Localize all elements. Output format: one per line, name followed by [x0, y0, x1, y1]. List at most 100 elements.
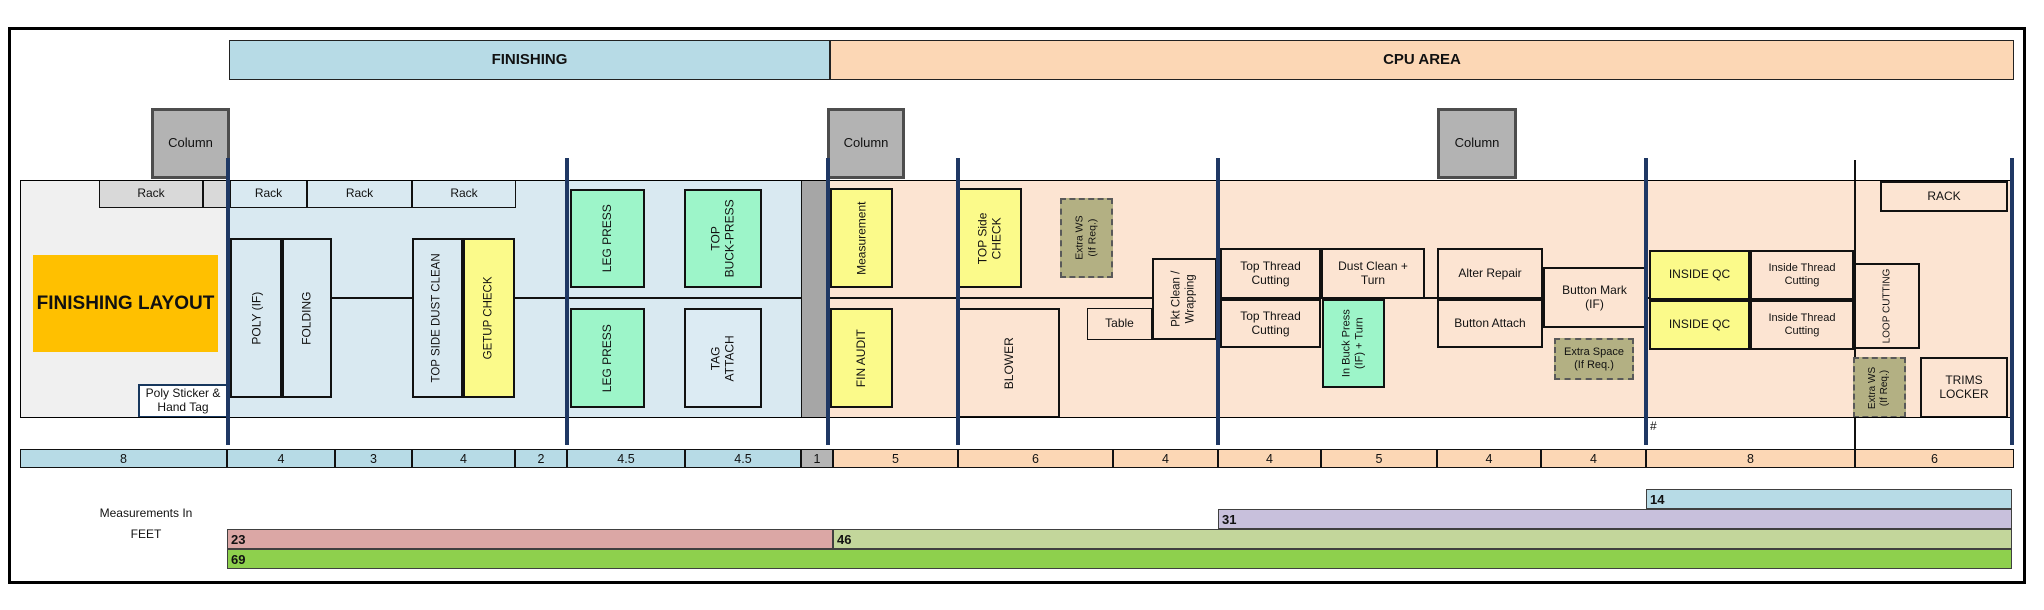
station-button-mark-if-label: Button Mark (IF): [1562, 282, 1627, 311]
station-loop-cutting: LOOP CUTTING: [1854, 263, 1920, 349]
station-button-attach-label: Button Attach: [1454, 315, 1526, 330]
ruler-fin-3: 4: [412, 449, 515, 468]
station-poly-label: POLY (IF): [248, 291, 263, 345]
station-trims-locker: TRIMS LOCKER: [1920, 357, 2008, 418]
column-box-2: Column: [827, 108, 905, 179]
station-inside-thread-cutting-bottom: Inside Thread Cutting: [1750, 300, 1854, 350]
measure-bar-23: 23: [227, 529, 833, 549]
rack-blue-2-label: Rack: [345, 186, 374, 201]
ruler-cpu-8: 6: [1855, 449, 2014, 468]
station-alter-repair-label: Alter Repair: [1458, 265, 1522, 280]
finishing-zone-header-label: FINISHING: [491, 51, 568, 69]
station-blower-label: BLOWER: [1001, 336, 1016, 389]
station-top-thread-cutting-top-label: Top Thread Cutting: [1240, 258, 1301, 287]
divider-5: [1216, 158, 1220, 445]
rack-blue-3: Rack: [412, 180, 516, 208]
rack-cpu-label: RACK: [1927, 188, 1961, 203]
station-top-side-dust-clean: TOP SIDE DUST CLEAN: [412, 238, 463, 398]
hash-note: #: [1650, 419, 1657, 433]
station-button-mark-if: Button Mark (IF): [1543, 267, 1646, 328]
column-box-1: Column: [151, 108, 230, 179]
measurements-caption-line2: FEET: [130, 527, 162, 542]
station-getup-check: GETUP CHECK: [463, 238, 515, 398]
station-pkt-clean-wrapping-label: Pkt Clean / Wrapping: [1170, 270, 1197, 328]
ruler-cpu-2: 4: [1113, 449, 1218, 468]
ruler-cpu-4: 5: [1321, 449, 1437, 468]
station-dust-clean-turn: Dust Clean + Turn: [1321, 248, 1425, 299]
station-tag-attach: TAG ATTACH: [684, 308, 762, 408]
station-measurement-label: Measurement: [854, 201, 869, 275]
rack-cpu: RACK: [1880, 181, 2008, 212]
ruler-fin-1: 4: [227, 449, 335, 468]
poly-sticker-hand-tag-label: Poly Sticker & Hand Tag: [145, 386, 221, 414]
station-dust-clean-turn-label: Dust Clean + Turn: [1338, 258, 1408, 287]
station-trims-locker-label: TRIMS LOCKER: [1939, 372, 1989, 401]
ruler-fin-0: 8: [20, 449, 227, 468]
gray-strip-zone: [801, 180, 828, 418]
page-border: [8, 27, 2026, 584]
ruler-cpu-7: 8: [1646, 449, 1855, 468]
divider-4: [956, 158, 960, 445]
ruler-fin-6: 4.5: [685, 449, 801, 468]
station-getup-check-label: GETUP CHECK: [482, 276, 495, 360]
station-top-side-dust-clean-label: TOP SIDE DUST CLEAN: [430, 253, 443, 383]
column-box-3: Column: [1437, 108, 1517, 179]
rack-blue-1-label: Rack: [254, 186, 283, 201]
finishing-zone-header: FINISHING: [229, 40, 830, 80]
station-blower: BLOWER: [958, 308, 1060, 418]
finishing-layout-title: FINISHING LAYOUT: [36, 292, 215, 314]
column-box-1-label: Column: [168, 135, 213, 151]
station-folding-label: FOLDING: [299, 291, 314, 345]
station-measurement: Measurement: [830, 188, 893, 288]
station-table-label: Table: [1105, 316, 1134, 331]
station-in-buck-press-turn: In Buck Press (IF) + Turn: [1322, 299, 1385, 388]
station-inside-thread-cutting-top: Inside Thread Cutting: [1750, 250, 1854, 300]
station-tag-attach-label: TAG ATTACH: [708, 334, 737, 382]
column-box-2-label: Column: [843, 135, 889, 151]
station-pkt-clean-wrapping: Pkt Clean / Wrapping: [1152, 258, 1217, 340]
measure-bar-69: 69: [227, 549, 2012, 569]
station-inside-thread-cutting-bottom-label: Inside Thread Cutting: [1768, 312, 1836, 337]
station-inside-thread-cutting-top-label: Inside Thread Cutting: [1768, 262, 1836, 287]
station-top-buck-press-label: TOP BUCK-PRESS: [708, 199, 737, 278]
station-top-buck-press: TOP BUCK-PRESS: [684, 189, 762, 288]
station-extra-space: Extra Space (If Req.): [1554, 338, 1634, 380]
ruler-fin-2: 3: [335, 449, 412, 468]
measure-bar-46: 46: [833, 529, 2012, 549]
rack-gray-small-cell: [203, 180, 229, 208]
station-poly: POLY (IF): [230, 238, 282, 398]
rack-blue-1: Rack: [230, 180, 307, 208]
cpu-area-header-label: CPU AREA: [1383, 51, 1461, 69]
measurements-caption-line1: Measurements In: [99, 506, 193, 521]
station-extra-space-label: Extra Space (If Req.): [1564, 346, 1624, 371]
station-alter-repair: Alter Repair: [1437, 248, 1543, 299]
ruler-gap: 1: [801, 449, 833, 468]
station-inside-qc-top: INSIDE QC: [1649, 250, 1750, 300]
station-in-buck-press-turn-label: In Buck Press (IF) + Turn: [1340, 309, 1366, 378]
ruler-fin-5: 4.5: [567, 449, 685, 468]
divider-1: [226, 158, 230, 445]
station-loop-cutting-label: LOOP CUTTING: [1881, 268, 1893, 344]
station-extra-ws-bottom-label: Extra WS (If Req.): [1867, 366, 1891, 409]
station-fin-audit: FIN AUDIT: [830, 308, 893, 408]
measure-bar-31: 31: [1218, 509, 2012, 529]
station-inside-qc-top-label: INSIDE QC: [1668, 267, 1731, 282]
station-inside-qc-bottom-label: INSIDE QC: [1668, 317, 1731, 332]
rack-gray-label: Rack: [137, 186, 165, 201]
station-fin-audit-label: FIN AUDIT: [854, 328, 869, 387]
cpu-area-header: CPU AREA: [830, 40, 2014, 80]
poly-sticker-hand-tag-box: Poly Sticker & Hand Tag: [138, 384, 228, 418]
divider-6: [1644, 158, 1648, 445]
ruler-cpu-1: 6: [958, 449, 1113, 468]
divider-2: [565, 158, 569, 445]
station-folding: FOLDING: [282, 238, 332, 398]
column-box-3-label: Column: [1454, 135, 1500, 151]
rack-blue-2: Rack: [307, 180, 412, 208]
station-extra-ws-top-label: Extra WS (If Req.): [1073, 215, 1099, 261]
rack-gray: Rack: [99, 180, 203, 208]
station-top-side-check-label: TOP Side CHECK: [975, 212, 1004, 264]
ruler-cpu-6: 4: [1541, 449, 1646, 468]
finishing-layout-title-box: FINISHING LAYOUT: [33, 255, 218, 352]
station-button-attach: Button Attach: [1437, 299, 1543, 348]
